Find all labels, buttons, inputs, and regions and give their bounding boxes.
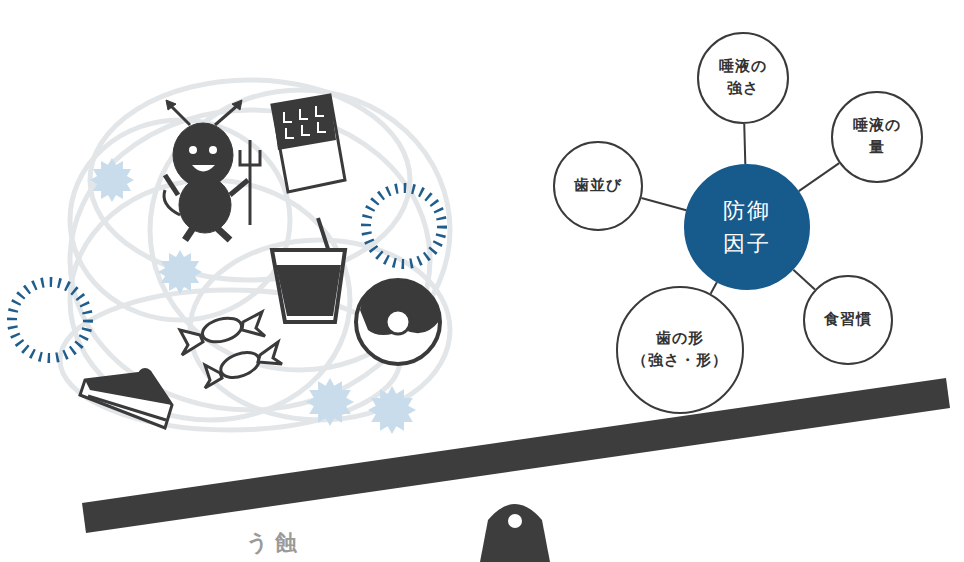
devil-figure [164, 100, 260, 240]
chocolate-bar [272, 95, 345, 192]
fulcrum [480, 504, 550, 562]
connector [711, 282, 717, 293]
drink-cup [272, 218, 345, 322]
cake-slice [80, 368, 172, 428]
candies [180, 312, 282, 388]
node-label: 歯の形 （強さ・形） [628, 328, 733, 372]
factor-circle: 歯並び [553, 141, 643, 231]
factor-circle: 唾液の 量 [831, 91, 923, 183]
donut [356, 280, 440, 364]
bacteria-icon [90, 158, 134, 202]
bacteria-icon [368, 386, 416, 434]
bacteria-icon [158, 250, 202, 294]
node-label: 唾液の 強さ [713, 56, 773, 100]
scale-label: う蝕 [246, 528, 303, 558]
connector [641, 198, 686, 210]
factor-circle: 唾液の 強さ [697, 32, 789, 124]
node-label: 防御 因子 [714, 194, 780, 260]
node-label: 唾液の 量 [847, 115, 907, 159]
central-circle: 防御 因子 [684, 164, 810, 290]
node-label: 食習慣 [824, 309, 872, 331]
connector [799, 163, 839, 191]
connector [793, 270, 815, 290]
scribble-cloud [60, 80, 450, 430]
devil-face [189, 146, 217, 172]
factor-circle: 歯の形 （強さ・形） [616, 286, 744, 414]
connector [744, 124, 745, 164]
bacteria-icon [306, 378, 354, 426]
fulcrum-hole [508, 514, 522, 528]
factor-circle: 食習慣 [803, 275, 893, 365]
node-label: 歯並び [574, 175, 622, 197]
